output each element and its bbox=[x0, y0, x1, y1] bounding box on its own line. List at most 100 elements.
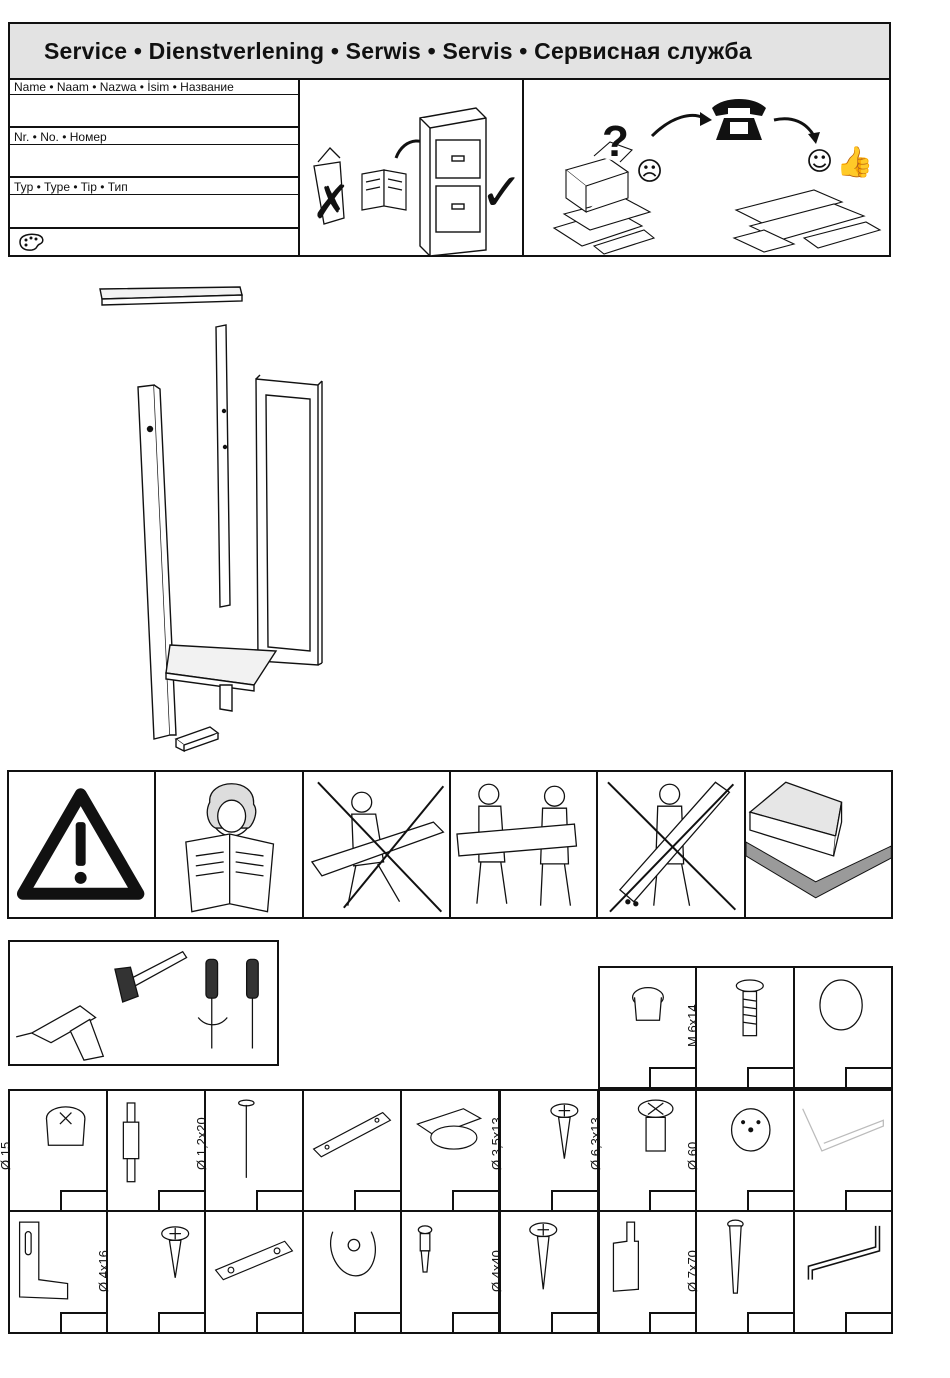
one-person-lift-crossed-icon bbox=[304, 772, 449, 917]
quantity-box[interactable] bbox=[158, 1190, 206, 1212]
door-panel bbox=[256, 375, 322, 665]
hardware-cell-angle-bracket bbox=[8, 1210, 108, 1334]
hardware-size-label: Ø 7x70 bbox=[685, 1250, 700, 1292]
quantity-box[interactable] bbox=[256, 1312, 304, 1334]
hardware-size-label: Ø 15 bbox=[0, 1142, 13, 1170]
quantity-box[interactable] bbox=[354, 1312, 402, 1334]
hardware-size-label: Ø 1,2x20 bbox=[194, 1117, 209, 1170]
flat-screwdriver-icon bbox=[247, 959, 259, 1048]
keep-instructions-illustration: ✗ bbox=[300, 78, 522, 258]
number-field-input[interactable] bbox=[10, 145, 298, 176]
hardware-size-label: Ø 4x16 bbox=[96, 1250, 111, 1292]
service-fields: Name • Naam • Nazwa • İsim • Название Nr… bbox=[10, 78, 300, 255]
tools-illustration bbox=[10, 942, 277, 1064]
hardware-cell-cap bbox=[598, 966, 697, 1089]
palette-icon bbox=[16, 232, 46, 252]
hardware-cell-shelf-pin bbox=[400, 1210, 500, 1334]
color-field[interactable] bbox=[10, 229, 298, 256]
soft-surface-cell bbox=[746, 772, 891, 917]
quantity-box[interactable] bbox=[747, 1190, 795, 1212]
manual-booklet-icon bbox=[362, 170, 406, 210]
hardware-size-label: Ø 3,5x13 bbox=[489, 1117, 504, 1170]
quantity-box[interactable] bbox=[60, 1312, 108, 1334]
hardware-cell-disc-60: Ø 60 bbox=[695, 1089, 795, 1212]
hardware-cell-screw-6-3x13: Ø 6,3x13 bbox=[598, 1089, 697, 1212]
hardware-cell-hanger bbox=[598, 1210, 697, 1334]
quantity-box[interactable] bbox=[452, 1312, 500, 1334]
read-instructions-cell bbox=[156, 772, 303, 917]
quantity-box[interactable] bbox=[747, 1067, 795, 1089]
name-field-label: Name • Naam • Nazwa • İsim • Название bbox=[10, 78, 298, 95]
hardware-cell-screw-7x70: Ø 7x70 bbox=[695, 1210, 795, 1334]
soft-surface-icon bbox=[746, 772, 891, 917]
warning-triangle-icon bbox=[9, 772, 154, 917]
drill-icon bbox=[16, 1006, 103, 1060]
quantity-box[interactable] bbox=[845, 1190, 893, 1212]
name-field[interactable]: Name • Naam • Nazwa • İsim • Название bbox=[10, 78, 298, 128]
quantity-box[interactable] bbox=[649, 1067, 697, 1089]
two-person-lift-icon bbox=[451, 772, 596, 917]
service-title: Service • Dienstverlening • Serwis • Ser… bbox=[10, 24, 889, 80]
sad-face-icon: ☹ bbox=[636, 157, 663, 187]
quantity-box[interactable] bbox=[845, 1067, 893, 1089]
quantity-box[interactable] bbox=[747, 1312, 795, 1334]
intact-parts-icon bbox=[734, 190, 880, 252]
question-mark-icon: ? bbox=[602, 117, 629, 166]
quantity-box[interactable] bbox=[452, 1190, 500, 1212]
tools-required-box bbox=[8, 940, 279, 1066]
thumbs-up-icon: 👍 bbox=[836, 144, 873, 180]
warning-triangle-cell bbox=[9, 772, 156, 917]
service-call-illustration: ? ☹ ☺ 👍 bbox=[524, 78, 889, 258]
hardware-cell-allen-key bbox=[793, 1210, 893, 1334]
hardware-size-label: Ø 60 bbox=[685, 1142, 700, 1170]
assembly-exploded-view bbox=[80, 275, 350, 755]
two-person-lift-cell bbox=[451, 772, 598, 917]
hardware-cell-connector-plate bbox=[204, 1210, 304, 1334]
plinth-block bbox=[176, 727, 218, 751]
no-vertical-carry-cell bbox=[598, 772, 745, 917]
hardware-size-label: Ø 4x40 bbox=[489, 1250, 504, 1292]
hardware-cell-cam-housing bbox=[302, 1210, 402, 1334]
hardware-cell-screw-4x40: Ø 4x40 bbox=[499, 1210, 599, 1334]
quantity-box[interactable] bbox=[551, 1190, 599, 1212]
hardware-cell-cover-cap bbox=[793, 966, 893, 1089]
hardware-cell-bracket bbox=[400, 1089, 500, 1212]
quantity-box[interactable] bbox=[158, 1312, 206, 1334]
hardware-cell-flat-plate bbox=[302, 1089, 402, 1212]
quantity-box[interactable] bbox=[256, 1190, 304, 1212]
name-field-input[interactable] bbox=[10, 95, 298, 126]
hardware-cell-dowel-bolt bbox=[106, 1089, 206, 1212]
hardware-cell-screw-4x16: Ø 4x16 bbox=[106, 1210, 206, 1334]
type-field-input[interactable] bbox=[10, 195, 298, 226]
cross-mark-icon: ✗ bbox=[312, 175, 351, 229]
middle-rail bbox=[216, 325, 230, 607]
quantity-box[interactable] bbox=[649, 1312, 697, 1334]
type-field-label: Typ • Type • Tip • Тип bbox=[10, 178, 298, 195]
reading-person-icon bbox=[156, 772, 301, 917]
service-call-panel: ? ☹ ☺ 👍 bbox=[524, 78, 889, 255]
quantity-box[interactable] bbox=[354, 1190, 402, 1212]
side-panel bbox=[138, 385, 176, 739]
hardware-cell-screw-3-5x13: Ø 3,5x13 bbox=[499, 1089, 599, 1212]
vertical-carry-crossed-icon bbox=[598, 772, 743, 917]
happy-face-icon: ☺ bbox=[806, 147, 833, 177]
phillips-screwdriver-icon bbox=[198, 959, 227, 1048]
quantity-box[interactable] bbox=[649, 1190, 697, 1212]
arrow-icon bbox=[652, 115, 704, 136]
hardware-size-label: M 6x14 bbox=[685, 1004, 700, 1047]
safety-warnings-strip bbox=[7, 770, 893, 919]
quantity-box[interactable] bbox=[60, 1190, 108, 1212]
quantity-box[interactable] bbox=[551, 1312, 599, 1334]
type-field[interactable]: Typ • Type • Tip • Тип bbox=[10, 178, 298, 228]
filing-cabinet-icon bbox=[420, 108, 486, 256]
check-mark-icon: ✓ bbox=[480, 163, 522, 223]
service-body: Name • Naam • Nazwa • İsim • Название Nr… bbox=[10, 78, 889, 255]
hardware-cell-cam-lock: Ø 15 bbox=[8, 1089, 108, 1212]
quantity-box[interactable] bbox=[845, 1312, 893, 1334]
telephone-icon bbox=[712, 99, 766, 140]
hammer-icon bbox=[115, 952, 187, 1002]
number-field-label: Nr. • No. • Номер bbox=[10, 128, 298, 145]
number-field[interactable]: Nr. • No. • Номер bbox=[10, 128, 298, 178]
no-single-lift-cell bbox=[304, 772, 451, 917]
service-box: Service • Dienstverlening • Serwis • Ser… bbox=[8, 22, 891, 257]
